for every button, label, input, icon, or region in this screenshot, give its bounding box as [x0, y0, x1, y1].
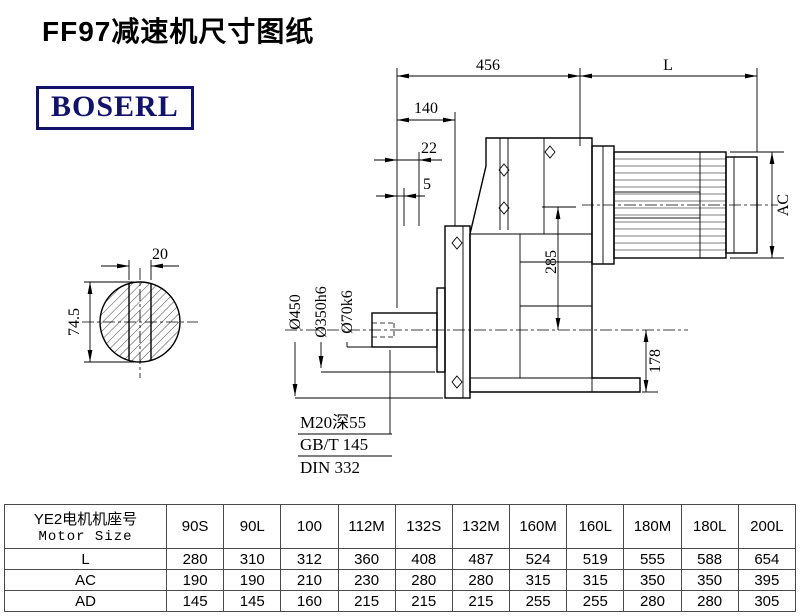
- page-title: FF97减速机尺寸图纸: [42, 16, 315, 47]
- column-header: 200L: [737, 504, 797, 549]
- column-header: 160L: [566, 504, 625, 549]
- note-gb-label: GB/T 145: [300, 435, 368, 454]
- cell: 555: [623, 548, 682, 570]
- cell: 280: [680, 590, 739, 612]
- cell: 215: [394, 590, 453, 612]
- bolt-hole-markers: [451, 145, 556, 389]
- cell: 215: [451, 590, 511, 612]
- note-din-label: DIN 332: [300, 458, 360, 477]
- cell: 210: [280, 569, 339, 591]
- dia-flange-label: Ø450: [287, 294, 304, 330]
- cell: 280: [394, 569, 453, 591]
- dim-AC-label: AC: [775, 194, 792, 216]
- column-header: 132M: [451, 504, 511, 549]
- note-tap-label: M20深55: [300, 413, 366, 432]
- housing-outline: [436, 137, 641, 399]
- vertical-dimensions: 285 AC 178: [542, 151, 792, 393]
- cell: 145: [223, 590, 282, 612]
- row-label: L: [4, 548, 167, 570]
- dim-456-label: 456: [476, 57, 500, 74]
- cell: 350: [623, 569, 682, 591]
- column-header: 160M: [509, 504, 568, 549]
- column-header: 90L: [223, 504, 282, 549]
- cell: 487: [451, 548, 511, 570]
- boserl-logo: BOSERL: [36, 86, 194, 130]
- dia-spigot-label: Ø350h6: [313, 286, 330, 338]
- dim-5-label: 5: [423, 176, 431, 193]
- cell: 280: [165, 548, 225, 570]
- technical-drawing: 20 74.5: [66, 57, 792, 477]
- header-cn: YE2电机机座号: [33, 511, 138, 528]
- gearbox-view: 456 L 140 22 5 285: [285, 57, 792, 477]
- motor-size-header-cell: YE2电机机座号 Motor Size: [4, 504, 167, 549]
- cell: 305: [737, 590, 797, 612]
- cell: 160: [280, 590, 339, 612]
- dim-L-label: L: [663, 57, 673, 74]
- cell: 310: [223, 548, 282, 570]
- cell: 255: [566, 590, 625, 612]
- cell: 519: [566, 548, 625, 570]
- top-dimensions: 456 L 140 22 5: [374, 57, 758, 308]
- cell: 408: [394, 548, 453, 570]
- table-row-AC: AC 190 190 210 230 280 280 315 315 350 3…: [4, 569, 797, 591]
- column-header: 100: [280, 504, 339, 549]
- cell: 230: [337, 569, 396, 591]
- cell: 190: [223, 569, 282, 591]
- cell: 215: [337, 590, 396, 612]
- cell: 190: [165, 569, 225, 591]
- motor: [591, 145, 758, 265]
- dim-key-width-label: 20: [152, 246, 168, 263]
- dim-178-label: 178: [647, 349, 664, 373]
- cell: 524: [509, 548, 568, 570]
- tapped-hole-note: M20深55 GB/T 145 DIN 332: [298, 350, 392, 477]
- header-en: Motor Size: [38, 529, 133, 545]
- table-row-L: L 280 310 312 360 408 487 524 519 555 58…: [4, 548, 797, 570]
- dim-key-height-label: 74.5: [66, 308, 83, 336]
- dim-140-label: 140: [414, 100, 438, 117]
- column-header: 112M: [337, 504, 396, 549]
- cell: 395: [737, 569, 797, 591]
- column-header: 180M: [623, 504, 682, 549]
- cell: 360: [337, 548, 396, 570]
- cell: 315: [509, 569, 568, 591]
- row-label: AC: [4, 569, 167, 591]
- column-header: 180L: [680, 504, 739, 549]
- cell: 312: [280, 548, 339, 570]
- motor-fins: [614, 158, 726, 251]
- dia-shaft-label: Ø70k6: [339, 290, 356, 334]
- cell: 654: [737, 548, 797, 570]
- cell: 315: [566, 569, 625, 591]
- shaft-circle: [99, 281, 181, 363]
- cell: 255: [509, 590, 568, 612]
- cell: 350: [680, 569, 739, 591]
- shaft-section-view: 20 74.5: [66, 246, 198, 378]
- row-label: AD: [4, 590, 167, 612]
- fan-cover: [725, 156, 758, 254]
- dim-22-label: 22: [421, 140, 437, 157]
- cell: 588: [680, 548, 739, 570]
- motor-dimension-table: YE2电机机座号 Motor Size 90S 90L 100 112M 132…: [4, 504, 797, 612]
- cell: 280: [623, 590, 682, 612]
- table-header-row: YE2电机机座号 Motor Size 90S 90L 100 112M 132…: [4, 504, 797, 549]
- dim-285-label: 285: [543, 250, 560, 274]
- column-header: 90S: [165, 504, 225, 549]
- column-header: 132S: [394, 504, 453, 549]
- cell: 145: [165, 590, 225, 612]
- diameter-callouts: Ø450 Ø350h6 Ø70k6: [287, 286, 443, 399]
- table-row-AD: AD 145 145 160 215 215 215 255 255 280 2…: [4, 590, 797, 612]
- output-shaft: [371, 312, 438, 348]
- cell: 280: [451, 569, 511, 591]
